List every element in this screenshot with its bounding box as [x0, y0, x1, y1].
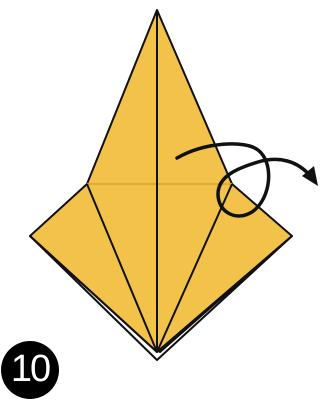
- step-number-badge: 10: [1, 341, 59, 399]
- paper-front-kite: [30, 10, 292, 352]
- step-number: 10: [11, 350, 49, 388]
